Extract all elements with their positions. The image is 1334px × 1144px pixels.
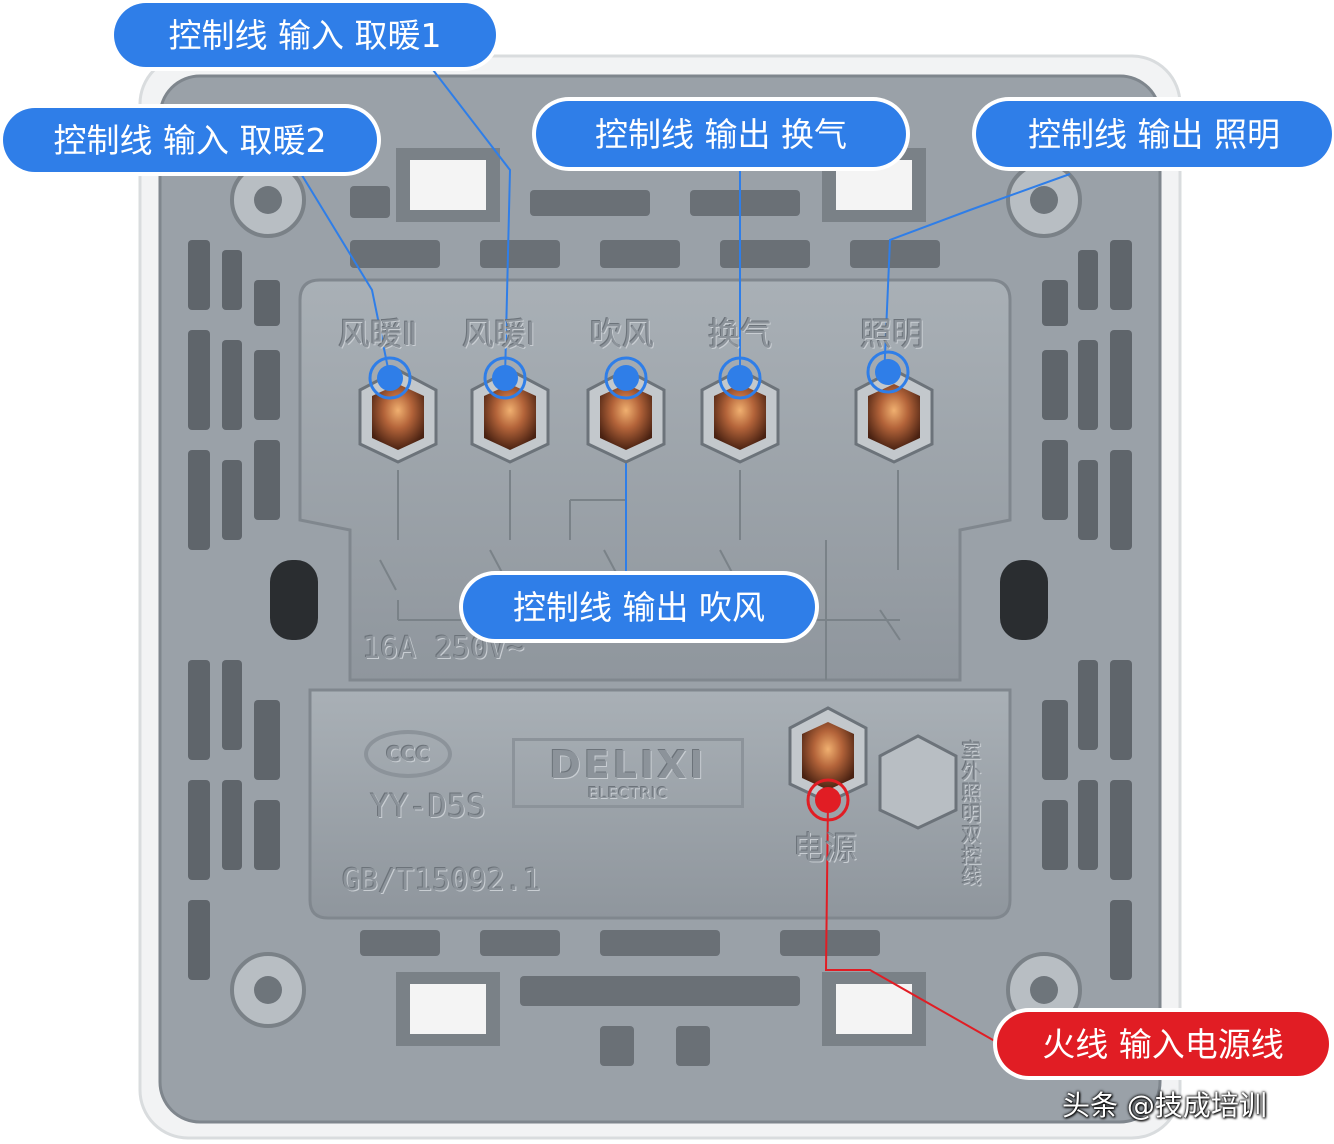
left-ribs — [188, 240, 280, 980]
ccc-logo-text: CCC — [385, 742, 431, 766]
brand-subtitle: ELECTRIC — [587, 783, 669, 802]
callout-vent-output: 控制线 输出 换气 — [536, 101, 906, 167]
callout-live-input: 火线 输入电源线 — [997, 1012, 1329, 1076]
watermark: 头条 @技成培训 — [1062, 1089, 1267, 1122]
brand-logo: DELIXI ELECTRIC — [512, 738, 744, 808]
right-ribs — [1042, 240, 1132, 980]
left-slot — [270, 560, 318, 640]
model-marking: YY-D5S — [370, 787, 486, 825]
blue-leaders — [299, 65, 1071, 575]
terminal-4 — [700, 368, 780, 464]
callout-blow-output: 控制线 输出 吹风 — [463, 575, 815, 639]
terminal-2-label: 风暖Ⅰ — [462, 315, 536, 353]
right-slot — [1000, 560, 1048, 640]
red-leader — [824, 799, 1001, 1045]
terminal-power — [788, 706, 868, 804]
power-terminal-label: 电源 — [793, 829, 858, 867]
callout-light-output: 控制线 输出 照明 — [976, 101, 1332, 167]
terminal-empty — [878, 734, 958, 830]
bottom-ribs — [360, 930, 880, 1066]
top-ribs — [350, 186, 940, 268]
callout-dots — [368, 350, 910, 822]
ccc-logo: CCC — [364, 730, 452, 778]
clips — [396, 148, 926, 1046]
vertical-marking: 室外照明双控线 — [958, 740, 982, 887]
callout-heat1-input: 控制线 输入 取暖1 — [114, 3, 496, 67]
screw-holes — [230, 162, 1082, 1028]
callout-heat2-input: 控制线 输入 取暖2 — [3, 108, 377, 172]
terminal-5-label: 照明 — [860, 315, 925, 353]
terminal-5 — [854, 368, 934, 464]
terminal-3-label: 吹风 — [590, 315, 655, 353]
brand-name: DELIXI — [549, 742, 707, 787]
terminal-3 — [586, 368, 666, 464]
terminal-4-label: 换气 — [708, 315, 773, 353]
standard-marking: GB/T15092.1 — [342, 863, 541, 898]
terminal-1-label: 风暖Ⅱ — [338, 315, 418, 353]
